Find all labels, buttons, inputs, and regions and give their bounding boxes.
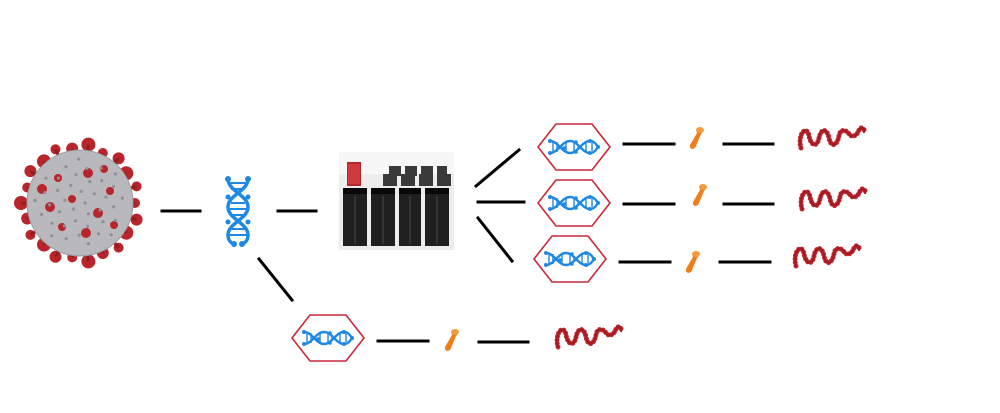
virus-surface-texture <box>77 157 81 161</box>
peptide-icon-3 <box>685 251 700 273</box>
virus-surface-texture <box>64 165 68 169</box>
virus-surface-spike <box>93 208 103 218</box>
coronavirus-icon <box>14 137 143 269</box>
peptide-icon-4 <box>444 329 459 351</box>
supercomputer-image <box>339 152 454 250</box>
virus-spike <box>49 250 62 263</box>
dna-hexagon-icon-1 <box>538 124 610 170</box>
virus-surface-texture <box>50 221 54 225</box>
virus-surface-spike <box>83 168 93 178</box>
peptide-icon-2 <box>692 184 707 206</box>
virus-surface-texture <box>113 172 117 176</box>
virus-surface-texture <box>112 184 116 189</box>
virus-surface-texture <box>101 220 105 224</box>
virus-surface-texture <box>62 224 66 228</box>
virus-surface-texture <box>111 205 116 209</box>
dna-hexagon-icon-2 <box>538 180 610 226</box>
virus-surface-texture <box>98 208 102 212</box>
virus-surface-texture <box>120 196 124 200</box>
virus-surface-spike <box>45 202 55 212</box>
virus-surface-texture <box>64 237 68 241</box>
virus-surface-texture <box>86 212 90 216</box>
virus-surface-texture <box>99 166 103 170</box>
virus-surface-texture <box>97 232 101 236</box>
virus-surface-texture <box>44 176 48 180</box>
virus-surface-texture <box>92 192 96 196</box>
virus-spike <box>130 213 143 226</box>
protein-chain-icon-3 <box>795 246 859 266</box>
virus-surface-texture <box>113 218 118 222</box>
virus-surface-texture <box>77 233 81 237</box>
virus-surface-texture <box>74 173 78 177</box>
virus-surface-texture <box>48 203 52 207</box>
virus-surface-texture <box>63 198 67 202</box>
virus-surface-texture <box>83 201 87 205</box>
virus-spike <box>131 181 142 192</box>
virus-surface-texture <box>57 210 61 214</box>
virus-surface-texture <box>88 180 92 184</box>
dna-hexagon-icon-4 <box>292 315 364 361</box>
virus-surface-texture <box>43 191 47 195</box>
virus-surface-spike <box>110 221 118 229</box>
edge-supercomputer-branch-3 <box>475 215 515 264</box>
virus-surface-texture <box>39 212 44 216</box>
dna-hexagon-icon-3 <box>534 236 606 282</box>
peptide-icon-1 <box>689 127 704 149</box>
virus-surface-texture <box>33 198 37 203</box>
virus-surface-texture <box>100 179 104 183</box>
protein-chain-icon-4 <box>557 327 621 347</box>
virus-surface-texture <box>85 166 89 170</box>
protein-chain-icon-2 <box>801 189 865 209</box>
virus-surface-spike <box>81 228 91 238</box>
virus-surface-texture <box>56 188 60 192</box>
virus-surface-texture <box>69 183 73 187</box>
virus-surface-texture <box>71 207 75 211</box>
virus-surface-texture <box>109 233 113 237</box>
edge-supercomputer-branch-1 <box>473 147 522 189</box>
edge-genome-branch-4 <box>256 256 295 303</box>
virus-surface-spike <box>68 195 76 203</box>
virus-surface-spike <box>106 187 114 195</box>
virus-surface-texture <box>86 224 90 229</box>
virus-surface-texture <box>104 195 108 199</box>
virus-surface-texture <box>79 189 83 194</box>
connector-lines <box>160 142 775 344</box>
virus-surface-texture <box>56 176 60 180</box>
virus-surface-texture <box>86 242 90 246</box>
virus-surface-texture <box>50 234 54 238</box>
protein-chain-icon-1 <box>800 128 864 148</box>
virus-surface-texture <box>73 219 77 223</box>
dna-helix-icon <box>225 176 251 247</box>
